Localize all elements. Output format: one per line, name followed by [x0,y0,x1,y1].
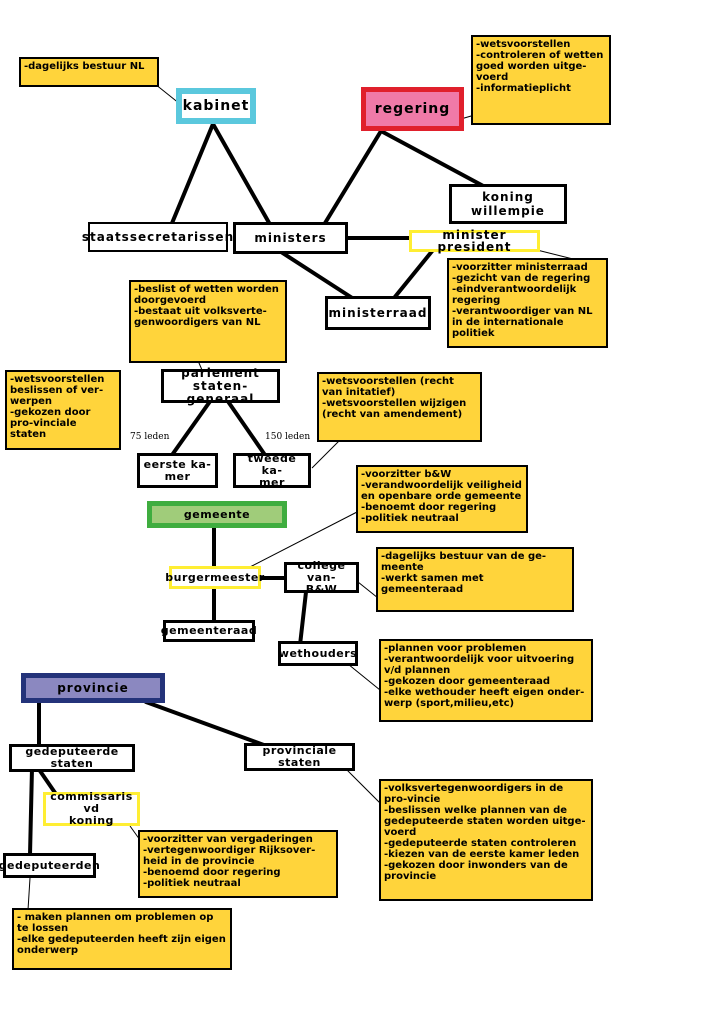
node-tweede-kamer: tweede ka- mer [233,452,311,488]
node-gedeputeerde-staten: gedeputeerde staten [9,744,135,772]
node-provincie: provincie [21,673,165,703]
edge-regering-ministers [320,129,383,230]
note-college: -dagelijks bestuur van de ge-meente -wer… [376,547,574,612]
node-kabinet: kabinet [176,88,256,124]
note-parlement: -beslist of wetten worden doorgevoerd -b… [129,280,287,363]
node-ministerraad: ministerraad [325,296,431,330]
edge-provincie-provinciale-staten [144,700,274,750]
edge-regering-koning [379,129,489,190]
pointer-provinciale-staten [344,767,386,809]
edge-kabinet-ministers [211,122,274,230]
node-burgermeester: burgermeester [165,566,264,589]
node-commissaris: commissaris vd koning [43,791,140,827]
note-minister-president: -voorzitter ministerraad -gezicht van de… [447,258,608,348]
edge-ministers-ministerraad [276,248,362,305]
node-minister-president: minister president [409,229,540,253]
note-commissaris: -voorzitter van vergaderingen -vertegenw… [138,830,338,898]
note-burgermeester: -voorzitter b&W -verandwoordelijk veilig… [356,465,528,533]
pointer-burgermeester [247,511,358,569]
note-regering: -wetsvoorstellen -controleren of wetten … [471,35,611,125]
node-provinciale-staten: provinciale staten [244,743,355,771]
label-tweede-kamer-count: 150 leden [265,432,311,442]
node-parlement: parlement staten-generaal [161,366,280,405]
edge-gedeputeerde-staten-gedeputeerden [28,766,34,857]
pointer-college [357,581,379,599]
node-regering: regering [361,87,464,131]
node-koning: koning willempie [449,184,567,224]
node-ministers: ministers [233,222,348,254]
edge-parlement-eerste-kamer [170,398,213,457]
node-wethouders: wethouders [278,641,358,666]
edge-college-wethouders [298,590,308,647]
label-eerste-kamer-count: 75 leden [130,432,170,442]
pointer-gedeputeerden [27,877,31,911]
edge-parlement-tweede-kamer [225,398,267,457]
note-eerste-kamer: -wetsvoorstellen beslissen of ver-werpen… [5,370,121,450]
pointer-tweede-kamer [311,439,341,469]
edge-kabinet-staatssecretarissen [168,122,215,230]
node-gemeente: gemeente [147,501,287,528]
edge-minister-president-ministerraad [388,248,435,305]
note-provinciale-staten: -volksvertegenwoordigers in de pro-vinci… [379,779,593,901]
node-eerste-kamer: eerste ka- mer [137,453,218,488]
node-gemeenteraad: gemeenteraad [161,620,257,642]
note-kabinet: -dagelijks bestuur NL [19,57,159,87]
note-tweede-kamer: -wetsvoorstellen (recht van initatief) -… [317,372,482,442]
node-college: college van- B&W [284,559,359,595]
node-gedeputeerden: gedeputeerden [0,853,100,878]
node-staatssecretarissen: staatssecretarissen [82,222,233,252]
note-wethouders: -plannen voor problemen -verantwoordelij… [379,639,593,722]
note-gedeputeerden: - maken plannen om problemen op te losse… [12,908,232,970]
